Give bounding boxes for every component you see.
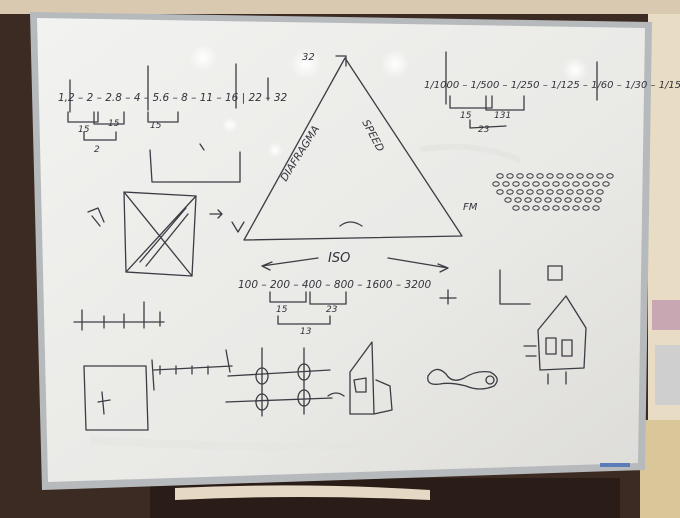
sketch-corner-line [499, 269, 531, 305]
triangle-inner-mark [339, 221, 363, 227]
shutter-scale-text: 1/1000 – 1/500 – 1/250 – 1/125 – 1/60 – … [424, 80, 680, 91]
sketch-grid-circle [297, 389, 311, 407]
sketch-loop-circle [485, 375, 495, 385]
sketch-loop [427, 368, 498, 390]
sketch-frame-figure [83, 365, 149, 431]
triangle-left-arrow [231, 221, 245, 233]
aperture-scale-text: 1,2 – 2 – 2.8 – 4 – 5.6 – 8 – 11 – 16 | … [58, 92, 288, 104]
glare-spot [267, 142, 283, 158]
triangle-corner-label: FM [463, 202, 478, 213]
shutter-bracket-b: 131 [494, 111, 511, 121]
iso-notes: ISO 100 – 200 – 400 – 800 – 1600 – 3200 … [238, 251, 457, 337]
triangle-top-number: 32 [302, 52, 315, 63]
sketch-square-diagonals [123, 191, 197, 277]
aperture-bracket-a: 15 [78, 125, 90, 135]
triangle-top-arrow [335, 55, 347, 67]
sketch-house [523, 295, 587, 385]
shutter-tick-marks [445, 51, 598, 105]
shutter-brackets [449, 95, 525, 129]
glare-spot [189, 44, 217, 72]
sketch-small-box [547, 265, 563, 281]
iso-scale-text: 100 – 200 – 400 – 800 – 1600 – 3200 [238, 279, 432, 291]
iso-arrows [261, 257, 449, 273]
glare-spot [290, 48, 322, 80]
shutter-bracket-a: 15 [460, 111, 472, 121]
iso-brackets [269, 289, 457, 325]
sketches [73, 143, 587, 431]
sketch-bracket [149, 143, 241, 183]
shutter-notes: 1/1000 – 1/500 – 1/250 – 1/125 – 1/60 – … [424, 51, 680, 135]
sketch-grid-circle [255, 367, 269, 385]
aperture-bracket-d: 2 [94, 145, 100, 155]
iso-label: ISO [328, 251, 350, 266]
whiteboard-surface [37, 18, 645, 482]
iso-bracket-a: 15 [276, 305, 288, 315]
sketch-tick-line [73, 301, 165, 331]
sketch-grid-circle [255, 393, 269, 411]
smudge [89, 436, 401, 451]
sketch-ruler [151, 349, 233, 391]
iso-bracket-c: 13 [300, 327, 312, 337]
shutter-bracket-c: 23 [478, 125, 490, 135]
shelf-object [655, 345, 680, 405]
glare-spot [562, 57, 588, 83]
sketch-tower [327, 341, 393, 415]
marker-tray-label [600, 463, 630, 467]
lamp-shade [640, 420, 680, 518]
aperture-bracket-b: 15 [108, 119, 120, 129]
iso-bracket-b: 23 [326, 305, 338, 315]
smudge [419, 143, 522, 163]
paper-sheet [175, 485, 430, 500]
sketch-arrow-right [209, 209, 223, 219]
pink-cushion [652, 300, 680, 330]
sketch-grid-circle [297, 363, 311, 381]
aperture-tick-marks [69, 63, 269, 113]
ceiling [0, 0, 680, 14]
triangle-outline [243, 57, 463, 241]
aperture-bracket-c: 15 [150, 121, 162, 131]
sketch-small-mark [87, 207, 105, 227]
glare-spot [222, 117, 238, 133]
sketch-circle-pattern [492, 173, 614, 211]
glare-spot [381, 50, 409, 78]
aperture-notes: 1,2 – 2 – 2.8 – 4 – 5.6 – 8 – 11 – 16 | … [58, 63, 288, 155]
sketch-grid [225, 347, 333, 417]
aperture-brackets [67, 111, 179, 141]
